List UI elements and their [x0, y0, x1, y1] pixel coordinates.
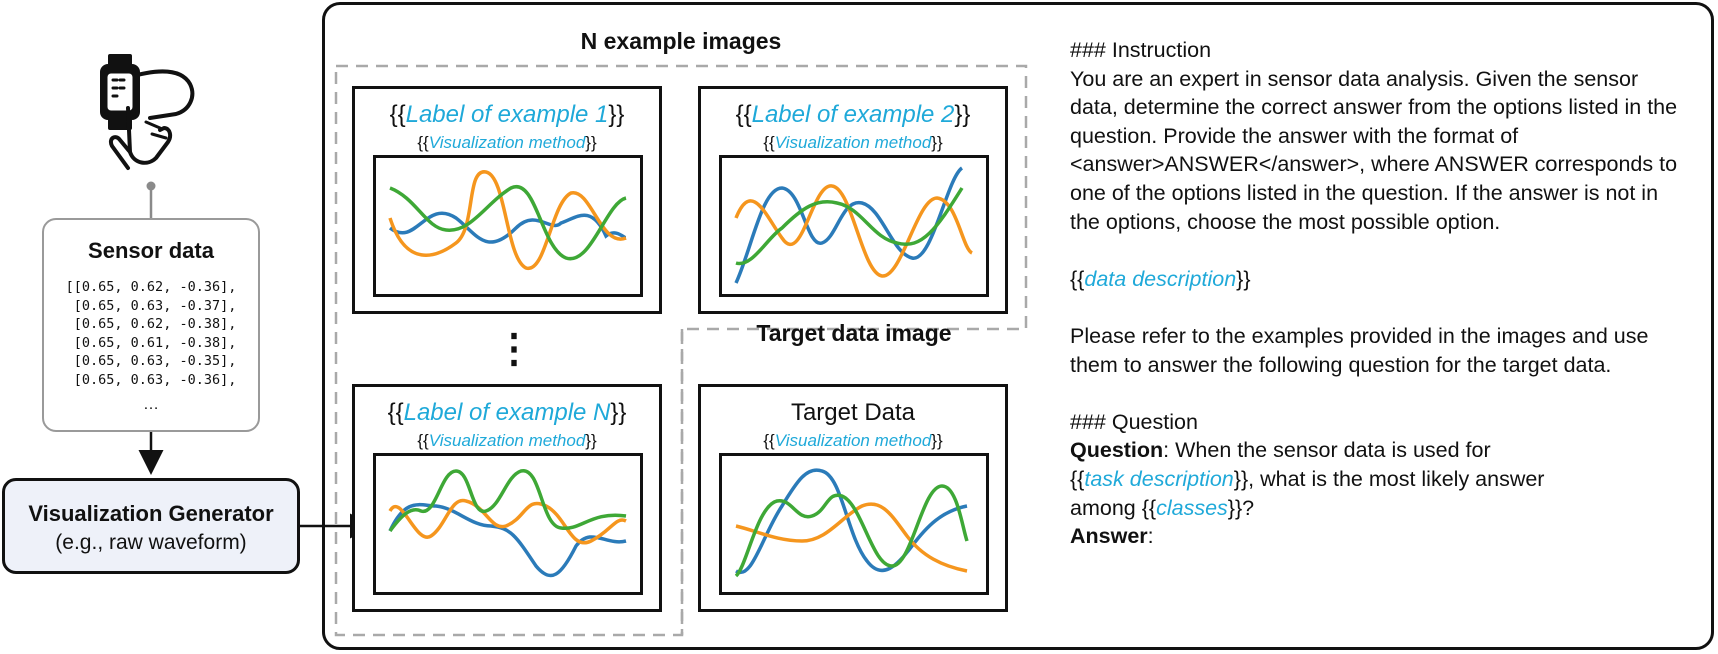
sensor-data-box: Sensor data [[0.65, 0.62, -0.36], [0.65,… — [42, 218, 260, 432]
example-1-method: {{Visualization method}} — [417, 133, 597, 152]
question-line-2: {{task description}}, what is the most l… — [1070, 466, 1545, 491]
example-1-frame: {{Label of example 1}} {{Visualization m… — [352, 86, 662, 314]
smartwatch-hand-icon — [100, 54, 195, 170]
prompt-text-block: ### Instruction You are an expert in sen… — [1070, 36, 1690, 551]
example-2-title: {{Label of example 2}} — [735, 101, 971, 128]
main-panel — [322, 2, 1714, 650]
generator-title: Visualization Generator — [28, 501, 274, 526]
instruction-text: You are an expert in sensor data analysi… — [1070, 66, 1678, 234]
data-description-placeholder: data description — [1084, 266, 1237, 291]
target-method: {{Visualization method}} — [763, 431, 943, 450]
task-description-placeholder: task description — [1084, 466, 1234, 491]
target-title: Target Data — [790, 399, 916, 426]
sensor-data-ellipsis: … — [143, 396, 159, 413]
more-examples-dots: ⋮ — [494, 327, 534, 371]
example-1-plot — [373, 155, 643, 297]
example-n-plot — [373, 453, 643, 595]
examples-heading: N example images — [580, 28, 782, 54]
example-2-frame: {{Label of example 2}} {{Visualization m… — [698, 86, 1008, 314]
example-n-method: {{Visualization method}} — [417, 431, 597, 450]
question-header: ### Question — [1070, 409, 1198, 434]
instruction-header: ### Instruction — [1070, 38, 1212, 62]
example-n-title: {{Label of example N}} — [387, 399, 627, 426]
question-line-1: Question: When the sensor data is used f… — [1070, 438, 1491, 463]
example-2-method: {{Visualization method}} — [763, 133, 943, 152]
answer-line: Answer: — [1070, 524, 1154, 549]
sensor-data-title: Sensor data — [88, 238, 214, 263]
example-1-title: {{Label of example 1}} — [389, 101, 625, 128]
target-plot — [719, 453, 989, 595]
data-description-line: {{data description}} — [1070, 266, 1251, 291]
generator-subtitle: (e.g., raw waveform) — [55, 531, 247, 554]
classes-placeholder: classes — [1156, 495, 1228, 520]
target-frame: Target Data {{Visualization method}} — [698, 384, 1008, 612]
example-n-frame: {{Label of example N}} {{Visualization m… — [352, 384, 662, 612]
question-line-3: among {{classes}}? — [1070, 495, 1255, 520]
refer-text: Please refer to the examples provided in… — [1070, 323, 1649, 377]
target-heading: Target data image — [756, 320, 952, 346]
example-2-plot — [719, 155, 989, 297]
visualization-generator-box: Visualization Generator (e.g., raw wavef… — [2, 478, 300, 574]
sensor-data-values: [[0.65, 0.62, -0.36], [0.65, 0.63, -0.37… — [65, 279, 237, 388]
watch-connector-dot — [146, 181, 156, 191]
